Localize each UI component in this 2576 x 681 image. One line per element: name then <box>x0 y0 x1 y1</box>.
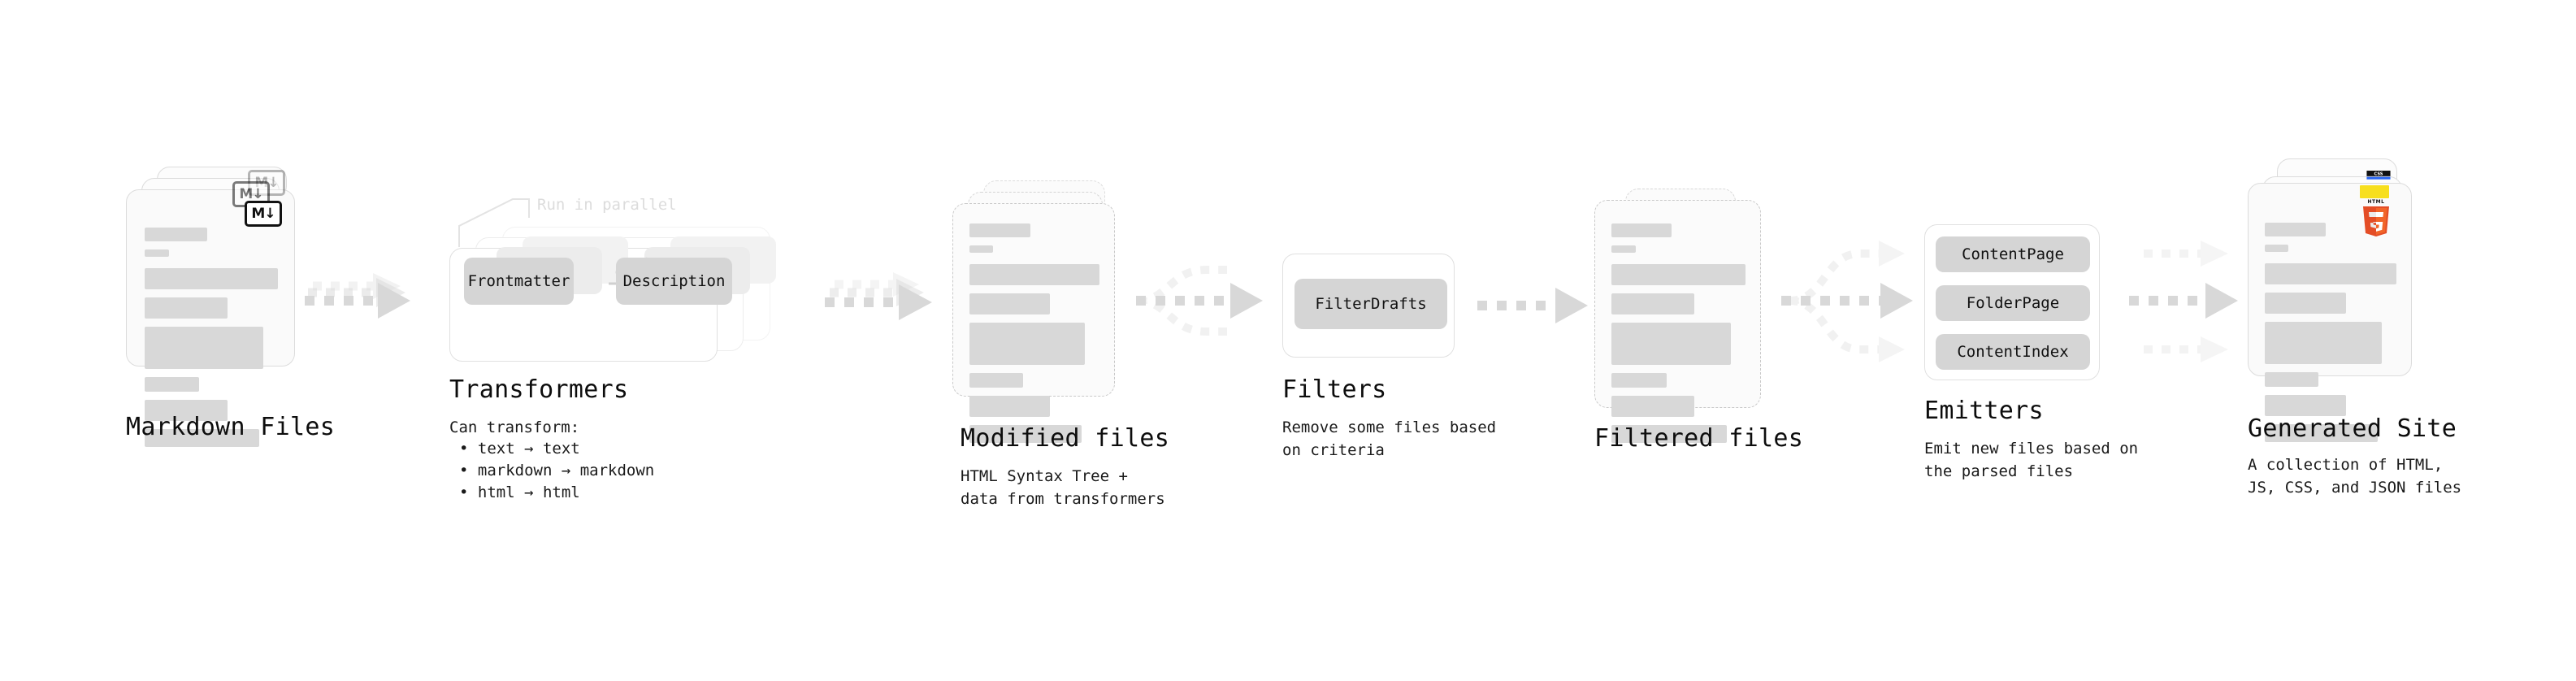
filters-subtitle: Remove some files based on criteria <box>1282 419 1497 459</box>
skeleton-bar <box>969 323 1086 365</box>
skeleton-bar <box>1611 373 1667 388</box>
skeleton-bar <box>2265 263 2396 284</box>
skeleton-bar <box>2265 293 2347 314</box>
javascript-icon <box>2360 185 2389 198</box>
skeleton-bar <box>145 429 260 447</box>
skeleton-bar <box>145 249 169 257</box>
skeleton-bar <box>1611 293 1695 314</box>
filtered-file-card-front <box>1594 200 1761 443</box>
skeleton-bar <box>2265 424 2379 442</box>
emitters-subtitle: Emit new files based on the parsed files <box>1924 440 2139 480</box>
markdown-badge: M↓ <box>245 201 282 227</box>
skeleton-bar <box>2265 395 2347 416</box>
arrow-filters-to-filtered <box>1477 288 1588 323</box>
emitter-chip-folderpage[interactable]: FolderPage <box>1936 285 2090 321</box>
skeleton-bar <box>969 396 1051 417</box>
skeleton-bar <box>2265 245 2289 252</box>
transformer-chip-description[interactable]: Description <box>616 258 732 305</box>
markdown-files-title: Markdown Files <box>126 413 336 441</box>
svg-text:HTML: HTML <box>2368 199 2385 205</box>
run-in-parallel-label: Run in parallel <box>537 196 677 214</box>
generated-site-title: Generated Site <box>2248 414 2457 443</box>
arrow-emitters-to-site <box>2129 241 2238 362</box>
run-in-parallel-callout-bracket <box>458 198 530 247</box>
arrow-transformers-to-modified <box>825 272 932 320</box>
skeleton-bar <box>145 377 200 392</box>
filtered-files-title: Filtered files <box>1594 424 1804 453</box>
transformers-subtitle: Can transform: <box>449 419 580 436</box>
skeleton-bar <box>969 425 1082 443</box>
transformers-bullet-1: • markdown → markdown <box>459 462 655 479</box>
emitters-group: ContentPage FolderPage ContentIndex <box>1924 224 2100 380</box>
arrow-modified-to-filters <box>1136 266 1263 336</box>
skeleton-bar <box>969 245 993 253</box>
emitter-chip-contentpage[interactable]: ContentPage <box>1936 236 2090 272</box>
skeleton-bar <box>145 400 228 421</box>
skeleton-bar <box>1611 245 1636 253</box>
skeleton-bar <box>145 228 208 241</box>
skeleton-bar <box>969 264 1099 285</box>
modified-files-subtitle: HTML Syntax Tree + data from transformer… <box>961 467 1165 508</box>
skeleton-bar <box>1611 425 1727 443</box>
transformer-chip-frontmatter[interactable]: Frontmatter <box>464 258 574 305</box>
skeleton-bar <box>1611 396 1695 417</box>
skeleton-bar <box>145 297 228 319</box>
css3-icon: CSS <box>2366 171 2391 180</box>
modified-file-card-front <box>952 203 1115 443</box>
markdown-file-card-front <box>126 189 295 447</box>
skeleton-bar <box>2265 223 2326 236</box>
modified-files-title: Modified files <box>961 424 1170 453</box>
skeleton-bar <box>1611 223 1672 237</box>
svg-text:CSS: CSS <box>2374 172 2383 177</box>
skeleton-bar <box>145 268 278 289</box>
transformers-title: Transformers <box>449 375 629 404</box>
skeleton-bar <box>2265 322 2383 364</box>
skeleton-bar <box>1611 264 1746 285</box>
skeleton-bar <box>969 373 1023 388</box>
generated-site-subtitle: A collection of HTML, JS, CSS, and JSON … <box>2248 456 2462 497</box>
filters-title: Filters <box>1282 375 1387 404</box>
html5-icon: HTML <box>2363 199 2389 236</box>
skeleton-bar <box>1611 323 1731 365</box>
emitter-chip-contentindex[interactable]: ContentIndex <box>1936 334 2090 370</box>
transformers-bullet-0: • text → text <box>459 440 580 458</box>
arrow-filtered-to-emitters <box>1781 241 1913 362</box>
skeleton-bar <box>145 327 263 369</box>
skeleton-bar <box>969 223 1031 237</box>
transformers-bullet-2: • html → html <box>459 484 580 501</box>
filters-group: FilterDrafts <box>1282 254 1455 358</box>
skeleton-bar <box>969 293 1051 314</box>
emitters-title: Emitters <box>1924 397 2044 425</box>
arrow-markdown-to-transformers <box>305 273 410 319</box>
filter-chip-filterdrafts[interactable]: FilterDrafts <box>1295 279 1447 329</box>
skeleton-bar <box>2265 372 2319 387</box>
